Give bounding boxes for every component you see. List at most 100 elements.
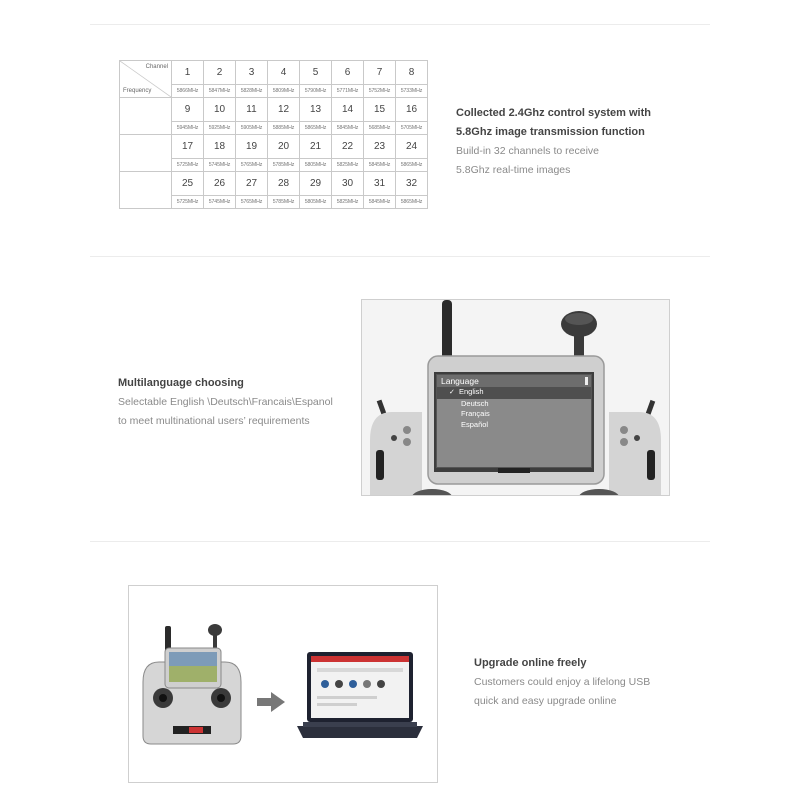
language-option-english: ✓English <box>437 387 591 399</box>
channel-number-cell: 22 <box>331 134 364 159</box>
channel-frequency-cell: 5725MHz <box>171 158 204 172</box>
channel-frequency-cell: 5685MHz <box>363 121 396 135</box>
language-option-espanol: Español <box>461 419 489 429</box>
table-empty-cell <box>119 171 172 209</box>
channel-number-cell: 23 <box>363 134 396 159</box>
header-channel-label: Channel <box>145 64 168 70</box>
channel-frequency-cell: 5847MHz <box>203 84 236 98</box>
channel-number-cell: 5 <box>299 60 332 85</box>
channel-frequency-cell: 5845MHz <box>331 121 364 135</box>
header-frequency-label: Frequency <box>123 88 152 94</box>
channel-frequency-cell: 5866MHz <box>171 84 204 98</box>
channel-frequency-cell: 5733MHz <box>395 84 428 98</box>
channel-frequency-cell: 5805MHz <box>299 195 332 209</box>
channel-frequency-cell: 5865MHz <box>395 158 428 172</box>
section-heading: Multilanguage choosing <box>118 377 244 389</box>
channel-number-cell: 29 <box>299 171 332 196</box>
section-text-line1: Selectable English \Deutsch\Francais\Esp… <box>118 396 333 408</box>
channel-number-cell: 26 <box>203 171 236 196</box>
channel-number-cell: 6 <box>331 60 364 85</box>
checkmark-icon: ✓ <box>449 389 455 396</box>
divider-middle <box>90 256 710 257</box>
channel-number-cell: 17 <box>171 134 204 159</box>
channel-number-cell: 31 <box>363 171 396 196</box>
channel-frequency-cell: 5885MHz <box>267 121 300 135</box>
channel-number-cell: 15 <box>363 97 396 122</box>
channel-frequency-cell: 5765MHz <box>235 158 268 172</box>
channel-number-cell: 25 <box>171 171 204 196</box>
channel-number-cell: 24 <box>395 134 428 159</box>
channel-number-cell: 27 <box>235 171 268 196</box>
language-menu: Language ✓English Deutsch Français Españ… <box>436 374 592 468</box>
section-heading-line1: Collected 2.4Ghz control system with <box>456 107 651 119</box>
channel-frequency-cell: 5790MHz <box>299 84 332 98</box>
upgrade-photo <box>128 585 438 783</box>
divider-top <box>90 24 710 25</box>
channel-frequency-cell: 5745MHz <box>203 195 236 209</box>
section-heading-line2: 5.8Ghz image transmission function <box>456 126 645 138</box>
language-menu-scrollbar <box>585 377 588 385</box>
channel-number-cell: 16 <box>395 97 428 122</box>
channel-number-cell: 19 <box>235 134 268 159</box>
channel-frequency-cell: 5845MHz <box>363 195 396 209</box>
channel-frequency-cell: 5865MHz <box>395 195 428 209</box>
channel-number-cell: 28 <box>267 171 300 196</box>
channel-frequency-cell: 5785MHz <box>267 158 300 172</box>
channel-frequency-cell: 5905MHz <box>235 121 268 135</box>
channel-frequency-cell: 5845MHz <box>363 158 396 172</box>
channel-number-cell: 14 <box>331 97 364 122</box>
channel-number-cell: 2 <box>203 60 236 85</box>
channel-frequency-cell: 5945MHz <box>171 121 204 135</box>
table-empty-cell <box>119 97 172 135</box>
channel-frequency-cell: 5925MHz <box>203 121 236 135</box>
channel-frequency-cell: 5805MHz <box>299 158 332 172</box>
channel-number-cell: 20 <box>267 134 300 159</box>
channel-frequency-cell: 5809MHz <box>267 84 300 98</box>
section-control-system: Collected 2.4Ghz control system with 5.8… <box>456 104 651 180</box>
language-option-francais: Français <box>461 409 490 418</box>
channel-number-cell: 7 <box>363 60 396 85</box>
section-text-line2: to meet multinational users’ requirement… <box>118 415 310 427</box>
channel-number-cell: 32 <box>395 171 428 196</box>
language-menu-title: Language <box>437 375 591 387</box>
language-option-deutsch: Deutsch <box>461 398 489 408</box>
section-text-line1: Customers could enjoy a lifelong USB <box>474 676 651 688</box>
channel-frequency-cell: 5705MHz <box>395 121 428 135</box>
channel-number-cell: 1 <box>171 60 204 85</box>
channel-frequency-cell: 5828MHz <box>235 84 268 98</box>
channel-number-cell: 4 <box>267 60 300 85</box>
channel-number-cell: 21 <box>299 134 332 159</box>
channel-frequency-cell: 5745MHz <box>203 158 236 172</box>
section-text-line2: 5.8Ghz real-time images <box>456 164 571 176</box>
divider-lower <box>90 541 710 542</box>
table-empty-cell <box>119 134 172 172</box>
channel-frequency-cell: 5765MHz <box>235 195 268 209</box>
section-multilanguage: Multilanguage choosing Selectable Englis… <box>118 374 333 431</box>
channel-frequency-cell: 5785MHz <box>267 195 300 209</box>
section-text-line1: Build-in 32 channels to receive <box>456 145 600 157</box>
channel-number-cell: 11 <box>235 97 268 122</box>
channel-frequency-cell: 5725MHz <box>171 195 204 209</box>
transmitter-screen-photo: Language ✓English Deutsch Français Españ… <box>361 299 670 496</box>
channel-number-cell: 18 <box>203 134 236 159</box>
channel-number-cell: 13 <box>299 97 332 122</box>
channel-frequency-cell: 5752MHz <box>363 84 396 98</box>
transmitter-laptop-illustration <box>142 624 423 745</box>
section-upgrade-online: Upgrade online freely Customers could en… <box>474 654 650 711</box>
channel-frequency-cell: 5825MHz <box>331 195 364 209</box>
channel-frequency-cell: 5825MHz <box>331 158 364 172</box>
section-heading: Upgrade online freely <box>474 657 587 669</box>
channel-number-cell: 30 <box>331 171 364 196</box>
channel-frequency-cell: 5771MHz <box>331 84 364 98</box>
channel-number-cell: 12 <box>267 97 300 122</box>
channel-number-cell: 3 <box>235 60 268 85</box>
